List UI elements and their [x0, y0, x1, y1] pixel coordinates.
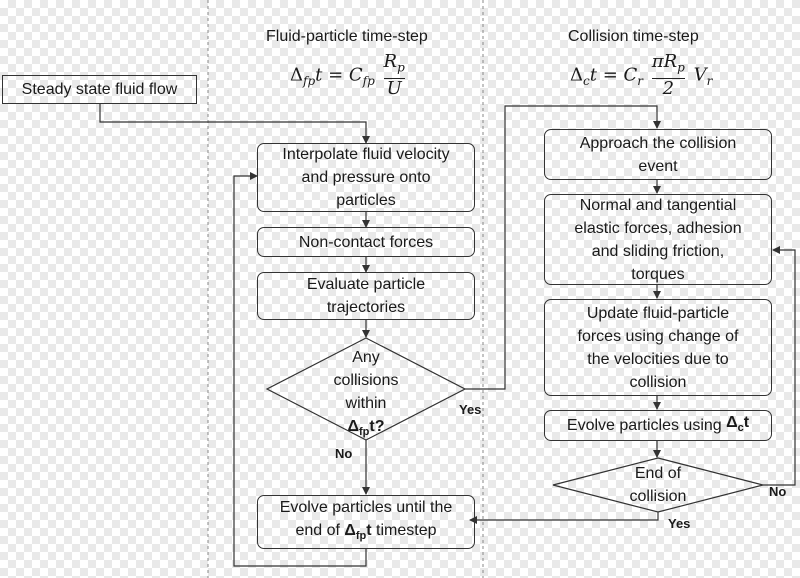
label-yes-end-collision: Yes: [668, 516, 691, 531]
label-no-any-collisions: No: [335, 446, 353, 461]
evolve-until-timestep-box: Evolve particles until the end of Δfpt t…: [257, 495, 475, 549]
approach-collision-box: Approach the collision event: [544, 129, 772, 180]
edge-end-yes-to-evolve: [469, 512, 659, 524]
edge-evolve-loop-back: [233, 172, 367, 567]
decision-any-collisions-text: Any collisions within Δfpt?: [333, 349, 399, 439]
decision-end-collision-text: End of collision: [629, 465, 687, 505]
edge-end-no-loop: [763, 246, 796, 486]
interpolate-box: Interpolate fluid velocity and pressure …: [257, 143, 475, 212]
label-yes-any-collisions: Yes: [459, 402, 482, 417]
steady-state-box: Steady state fluid flow: [2, 75, 197, 104]
edge-steady-to-interpolate: [99, 104, 370, 144]
update-fluid-particle-box: Update fluid-particle forces using chang…: [544, 299, 772, 396]
evolve-particles-dc-box: Evolve particles using Δct: [544, 410, 772, 441]
edge-decision-yes-to-approach: [465, 105, 661, 390]
label-no-end-collision: No: [769, 484, 787, 499]
non-contact-forces-box: Non-contact forces: [257, 227, 475, 257]
fluid-timestep-title: Fluid-particle time-step: [266, 28, 428, 45]
normal-tangential-forces-box: Normal and tangential elastic forces, ad…: [544, 194, 772, 285]
evaluate-trajectories-box: Evaluate particle trajectories: [257, 272, 475, 320]
collision-timestep-title: Collision time-step: [568, 28, 699, 45]
